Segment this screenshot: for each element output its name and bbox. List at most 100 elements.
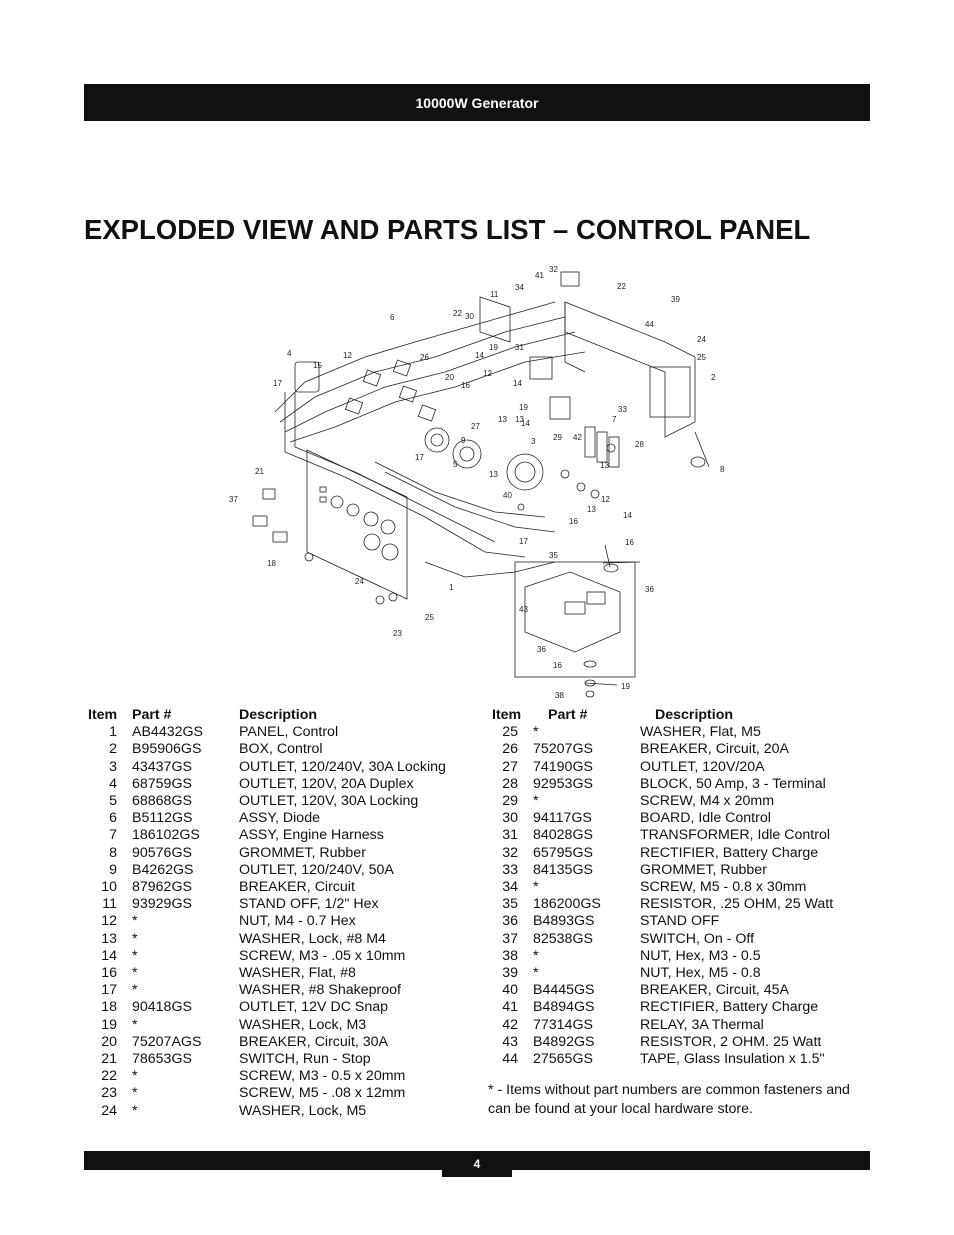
- table-row: 12*NUT, M4 - 0.7 Hex: [88, 913, 446, 930]
- part-description: TRANSFORMER, Idle Control: [640, 827, 830, 844]
- part-number: 82538GS: [533, 930, 593, 947]
- page-title: EXPLODED VIEW AND PARTS LIST – CONTROL P…: [84, 214, 811, 245]
- svg-text:23: 23: [393, 629, 402, 638]
- transformer: [529, 356, 553, 380]
- part-description: NUT, M4 - 0.7 Hex: [239, 913, 356, 930]
- svg-text:27: 27: [471, 422, 480, 431]
- part-number: B5112GS: [132, 810, 193, 827]
- idle-control-board: [479, 296, 511, 343]
- part-item-number: 42: [502, 1016, 518, 1033]
- part-number: AB4432GS: [132, 724, 203, 741]
- svg-text:39: 39: [671, 295, 680, 304]
- svg-text:33: 33: [618, 405, 627, 414]
- part-number: 75207AGS: [132, 1033, 202, 1050]
- part-item-number: 43: [502, 1033, 518, 1050]
- header-item: Item: [492, 707, 522, 723]
- part-item-number: 25: [502, 724, 518, 741]
- part-description: NUT, Hex, M5 - 0.8: [640, 965, 761, 982]
- parts-table-right: Item Part # Description 25*WASHER, Flat,…: [492, 707, 833, 1068]
- part-number: B4893GS: [533, 913, 595, 930]
- part-description: OUTLET, 12V DC Snap: [239, 999, 389, 1016]
- part-item-number: 23: [101, 1085, 117, 1102]
- part-item-number: 14: [101, 947, 117, 964]
- part-description: SWITCH, Run - Stop: [239, 1051, 371, 1068]
- part-number: *: [132, 1085, 138, 1102]
- svg-text:34: 34: [515, 283, 524, 292]
- part-item-number: 13: [101, 930, 117, 947]
- part-item-number: 27: [502, 758, 518, 775]
- header-description: Description: [655, 707, 734, 723]
- part-number: *: [132, 982, 138, 999]
- part-item-number: 9: [109, 861, 117, 878]
- part-number: *: [533, 793, 539, 810]
- part-number: B4262GS: [132, 861, 194, 878]
- part-description: BREAKER, Circuit, 45A: [640, 982, 790, 999]
- part-item-number: 20: [101, 1033, 117, 1050]
- svg-text:29: 29: [553, 433, 562, 442]
- part-item-number: 8: [109, 844, 117, 861]
- part-item-number: 2: [109, 741, 117, 758]
- part-number: 93929GS: [132, 896, 192, 913]
- inset-detail-box: [514, 561, 636, 678]
- table-row: 38*NUT, Hex, M3 - 0.5: [492, 948, 833, 965]
- svg-text:14: 14: [623, 511, 632, 520]
- part-number: 90418GS: [132, 999, 192, 1016]
- part-item-number: 3: [109, 758, 117, 775]
- part-number: *: [533, 724, 539, 741]
- part-description: SCREW, M3 - .05 x 10mm: [239, 947, 406, 964]
- svg-text:36: 36: [537, 645, 546, 654]
- svg-text:9: 9: [461, 436, 466, 445]
- part-number: *: [533, 965, 539, 982]
- part-number: 78653GS: [132, 1051, 192, 1068]
- svg-text:42: 42: [573, 433, 582, 442]
- part-description: BOARD, Idle Control: [640, 810, 771, 827]
- part-item-number: 6: [109, 810, 117, 827]
- part-item-number: 34: [502, 879, 518, 896]
- part-number: *: [533, 947, 539, 964]
- part-description: STAND OFF, 1/2" Hex: [239, 896, 379, 913]
- part-description: BLOCK, 50 Amp, 3 - Terminal: [640, 775, 826, 792]
- rectifier: [560, 271, 580, 287]
- part-item-number: 35: [502, 896, 518, 913]
- svg-text:13: 13: [515, 415, 524, 424]
- svg-text:22: 22: [617, 282, 626, 291]
- part-item-number: 32: [502, 844, 518, 861]
- part-description: TAPE, Glass Insulation x 1.5": [640, 1051, 825, 1068]
- part-number: B4445GS: [533, 982, 595, 999]
- table-header: Item Part # Description: [492, 707, 833, 724]
- svg-text:36: 36: [645, 585, 654, 594]
- svg-text:12: 12: [483, 369, 492, 378]
- header-title: 10000W Generator: [415, 94, 539, 111]
- svg-text:18: 18: [267, 559, 276, 568]
- table-header: Item Part # Description: [88, 707, 446, 724]
- part-description: WASHER, Lock, M3: [239, 1016, 367, 1033]
- part-description: ASSY, Engine Harness: [239, 827, 384, 844]
- part-description: RELAY, 3A Thermal: [640, 1016, 764, 1033]
- part-item-number: 7: [109, 827, 117, 844]
- part-number: 74190GS: [533, 758, 593, 775]
- part-number: *: [533, 879, 539, 896]
- svg-text:25: 25: [425, 613, 434, 622]
- part-description: WASHER, #8 Shakeproof: [239, 982, 401, 999]
- svg-text:8: 8: [720, 465, 725, 474]
- svg-text:20: 20: [445, 373, 454, 382]
- part-item-number: 19: [101, 1016, 117, 1033]
- part-item-number: 24: [101, 1102, 117, 1119]
- part-item-number: 12: [101, 913, 117, 930]
- table-row: 39*NUT, Hex, M5 - 0.8: [492, 965, 833, 982]
- table-row: 19*WASHER, Lock, M3: [88, 1017, 446, 1034]
- part-item-number: 38: [502, 947, 518, 964]
